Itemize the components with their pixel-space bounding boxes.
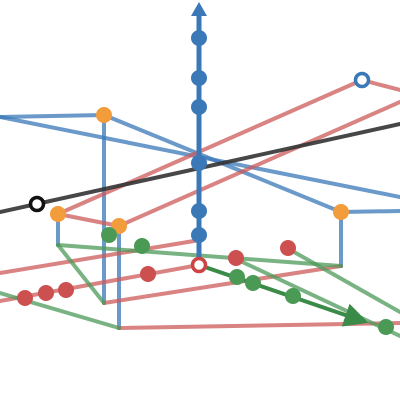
red-point xyxy=(17,290,33,306)
orange-point xyxy=(96,107,112,123)
green-points xyxy=(101,227,394,335)
red-edge-bottom xyxy=(102,264,343,305)
blue-point xyxy=(191,203,207,219)
up-arrow-icon xyxy=(191,2,207,16)
green-axis-arrow xyxy=(197,263,369,327)
orange-point xyxy=(50,206,66,222)
green-point xyxy=(134,238,150,254)
red-edge-top xyxy=(56,78,364,216)
red-edge-bottom-2 xyxy=(117,321,400,330)
blue-point xyxy=(191,99,207,115)
hollow-red-point xyxy=(190,256,208,274)
green-edge-left xyxy=(56,243,106,305)
red-point xyxy=(228,250,244,266)
green-plane xyxy=(0,243,400,338)
orange-point xyxy=(333,204,349,220)
green-point xyxy=(285,288,301,304)
green-edge-right-2 xyxy=(234,257,400,338)
blue-edge-top xyxy=(0,113,106,119)
red-point xyxy=(140,266,156,282)
blue-points xyxy=(191,30,207,243)
hollow-black-point xyxy=(28,195,46,213)
red-point xyxy=(58,282,74,298)
red-points xyxy=(17,240,296,306)
blue-point xyxy=(191,70,207,86)
green-edge-right xyxy=(285,246,400,314)
green-point xyxy=(245,275,261,291)
right-arrow-icon xyxy=(348,312,362,323)
red-plane xyxy=(0,78,400,330)
hollow-blue-point xyxy=(353,71,371,89)
blue-point xyxy=(191,155,207,171)
red-axis-segment xyxy=(0,263,201,303)
blue-point xyxy=(191,30,207,46)
blue-edge-right xyxy=(339,209,400,214)
red-edge-left xyxy=(0,238,202,275)
red-edge-top-2 xyxy=(117,100,400,228)
green-point xyxy=(101,227,117,243)
red-point xyxy=(280,240,296,256)
green-point xyxy=(229,269,245,285)
red-point xyxy=(38,285,54,301)
blue-point xyxy=(191,227,207,243)
red-edge-short xyxy=(56,212,121,228)
orange-points xyxy=(50,107,349,234)
green-point xyxy=(378,319,394,335)
